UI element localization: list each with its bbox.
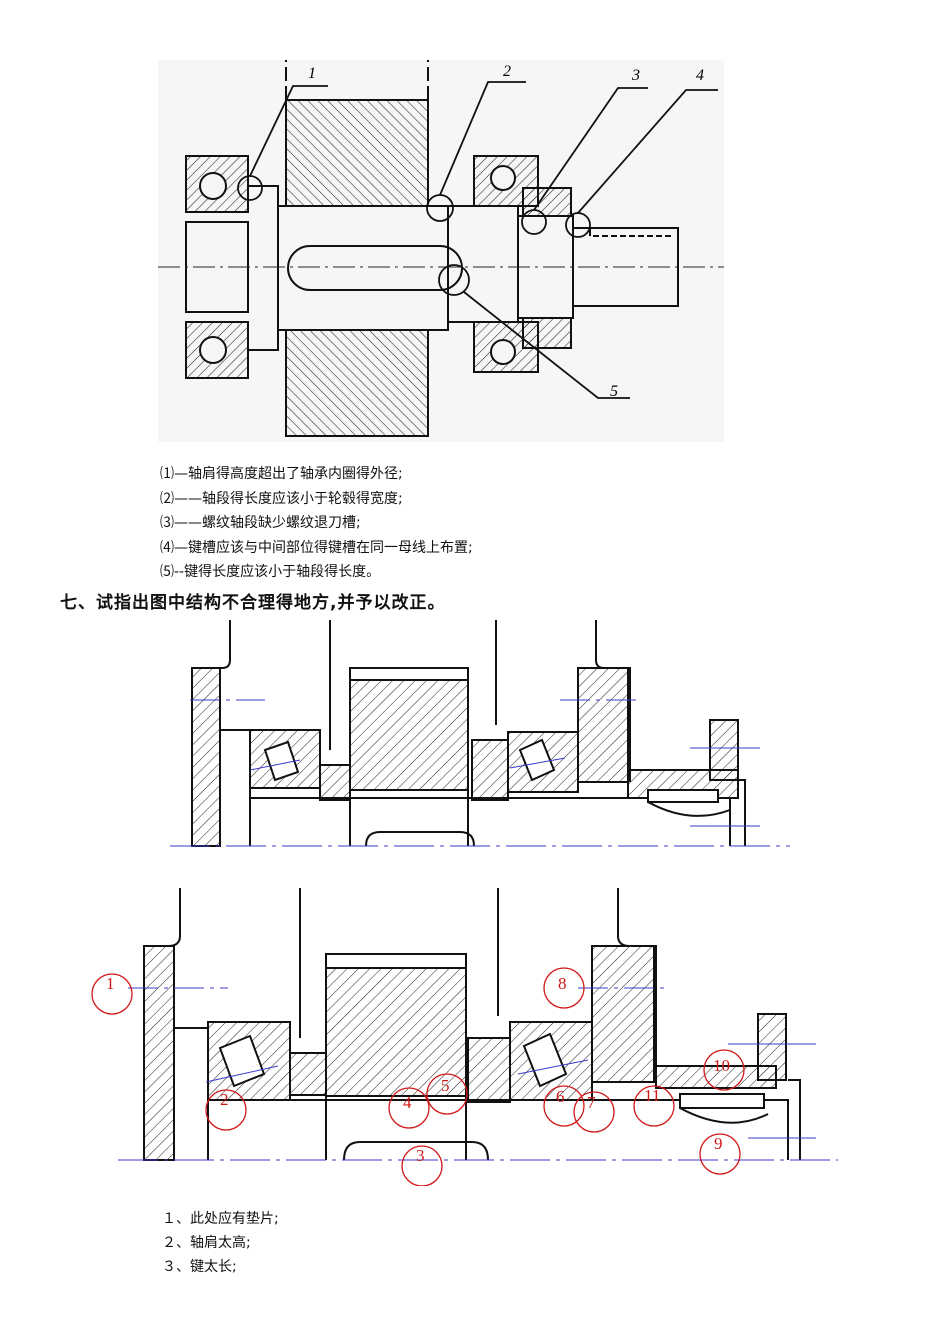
answer-item: ⑴—轴肩得高度超出了轴承内圈得外径;	[160, 466, 403, 482]
shaft-drawing-figure-2	[170, 620, 790, 847]
marker-5: 5	[441, 1076, 450, 1095]
answer-item: ⑶——螺纹轴段缺少螺纹退刀槽;	[160, 515, 361, 531]
marker-6: 6	[556, 1087, 565, 1106]
marker-7: 7	[587, 1093, 596, 1112]
answer-item: ⑸--键得长度应该小于轴段得长度。	[160, 564, 381, 580]
answer-list-1: ⑴—轴肩得高度超出了轴承内圈得外径; ⑵——轴段得长度应该小于轮毂得宽度; ⑶—…	[160, 462, 473, 585]
marker-3: 3	[416, 1146, 425, 1165]
marker-4: 4	[403, 1093, 412, 1112]
marker-2: 2	[220, 1090, 229, 1109]
answer-item: １、此处应有垫片;	[162, 1211, 279, 1227]
marker-9: 9	[714, 1134, 723, 1153]
answer-list-2: １、此处应有垫片; ２、轴肩太高; ３、键太长;	[162, 1207, 279, 1279]
marker-1: 1	[106, 974, 115, 993]
answer-item: ⑷—键槽应该与中间部位得键槽在同一母线上布置;	[160, 539, 473, 556]
answer-item: ２、轴肩太高;	[162, 1235, 251, 1251]
callout-label-1: 1	[308, 65, 316, 82]
callout-label-2: 2	[503, 63, 511, 80]
answer-item: ⑵——轴段得长度应该小于轮毂得宽度;	[160, 490, 403, 507]
marker-8: 8	[558, 974, 567, 993]
answer-item: ３、键太长;	[162, 1259, 237, 1275]
marker-11: 11	[644, 1086, 660, 1105]
callout-label-4: 4	[696, 67, 704, 84]
shaft-drawing-figure-1: 1 2 3 4 5	[158, 60, 724, 442]
shaft-drawing-figure-3: 1 2 3 4 5 6 7 8 9 10 11	[91, 888, 838, 1186]
callout-label-5: 5	[610, 383, 618, 400]
callout-label-3: 3	[631, 67, 640, 84]
section-heading: 七、试指出图中结构不合理得地方,并予以改正。	[60, 593, 446, 613]
marker-10: 10	[713, 1056, 730, 1075]
